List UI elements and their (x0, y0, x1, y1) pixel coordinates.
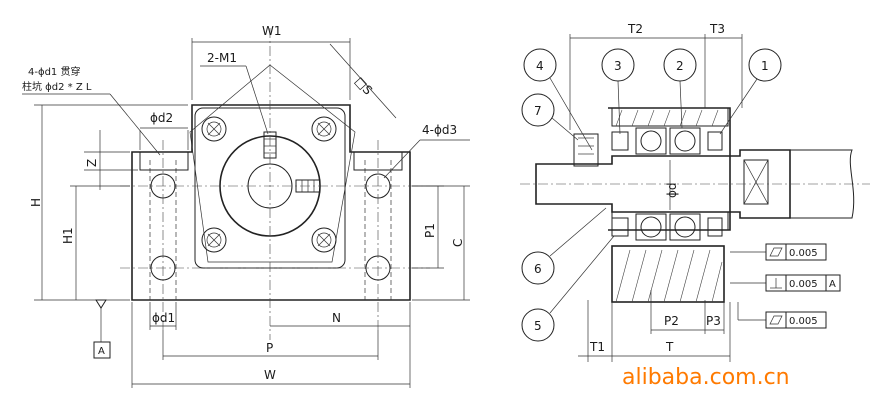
balloon-4: 4 (523, 48, 593, 151)
dim-z: Z (85, 159, 99, 167)
balloon-1: 1 (719, 48, 782, 135)
balloon-3: 3 (601, 48, 635, 135)
dim-h: H (29, 198, 43, 207)
screw-top-left (201, 116, 227, 142)
svg-text:3: 3 (614, 59, 622, 73)
dim-p1: P1 (423, 223, 437, 238)
locknut (573, 133, 599, 167)
dim-s: □S (352, 74, 375, 97)
dim-t: T (665, 340, 674, 354)
screw-top-right (311, 116, 337, 142)
svg-text:0.005: 0.005 (789, 316, 818, 327)
screw-bottom-left (201, 227, 227, 253)
dim-w: W (264, 368, 276, 382)
balloon-7: 7 (521, 93, 579, 141)
dim-c: C (451, 239, 465, 247)
bearing-lower-1 (635, 213, 667, 241)
base-plate-outline (131, 104, 411, 301)
svg-text:5: 5 (534, 319, 542, 333)
note-d1-line2: 柱坑 ϕd2 * Z L (22, 80, 92, 93)
base-block (611, 245, 725, 303)
bearing-upper-1 (635, 127, 667, 155)
dim-m1: 2-M1 (207, 51, 237, 65)
dim-t3: T3 (709, 22, 725, 36)
dim-d2: ϕd2 (150, 111, 173, 125)
svg-text:2: 2 (676, 59, 684, 73)
dim-t1: T1 (589, 340, 605, 354)
tolerance-frame-1: 0.005 (730, 243, 827, 261)
dim-d3: 4-ϕd3 (422, 123, 457, 137)
svg-text:0.005: 0.005 (789, 279, 818, 290)
dim-p: P (266, 341, 273, 355)
dim-t2: T2 (627, 22, 643, 36)
svg-text:7: 7 (534, 104, 542, 118)
svg-text:A: A (829, 279, 836, 290)
tolerance-frame-2: 0.005 A (730, 274, 841, 292)
bearing-lower-2 (669, 213, 701, 241)
dim-h1: H1 (61, 227, 75, 244)
svg-text:0.005: 0.005 (789, 248, 818, 259)
svg-text:4: 4 (536, 59, 544, 73)
dim-d1-bottom: ϕd1 (152, 311, 175, 325)
bearing-upper-2 (669, 127, 701, 155)
balloon-6: 6 (521, 207, 607, 285)
rotated-square (189, 64, 356, 263)
tolerance-frame-3: 0.005 (737, 302, 827, 329)
dim-p2: P2 (664, 314, 679, 328)
dim-n: N (332, 311, 341, 325)
balloon-2: 2 (663, 48, 697, 129)
dim-d: ϕd (665, 182, 679, 198)
datum-a: A (98, 346, 105, 357)
screw-bottom-right (311, 227, 337, 253)
side-view: ϕd T2 T3 4 3 2 1 (520, 22, 870, 362)
balloon-5: 5 (521, 235, 615, 342)
svg-text:6: 6 (534, 262, 542, 276)
dim-p3: P3 (706, 314, 721, 328)
dim-w1: W1 (262, 24, 282, 38)
note-d1-line1: 4-ϕd1 贯穿 (28, 65, 80, 78)
front-view: W1 2-M1 □S 4-ϕd1 贯穿 柱坑 ϕd2 * Z L ϕd2 4-ϕ… (22, 24, 470, 388)
watermark: alibaba.com.cn (622, 365, 790, 390)
svg-text:1: 1 (761, 59, 769, 73)
